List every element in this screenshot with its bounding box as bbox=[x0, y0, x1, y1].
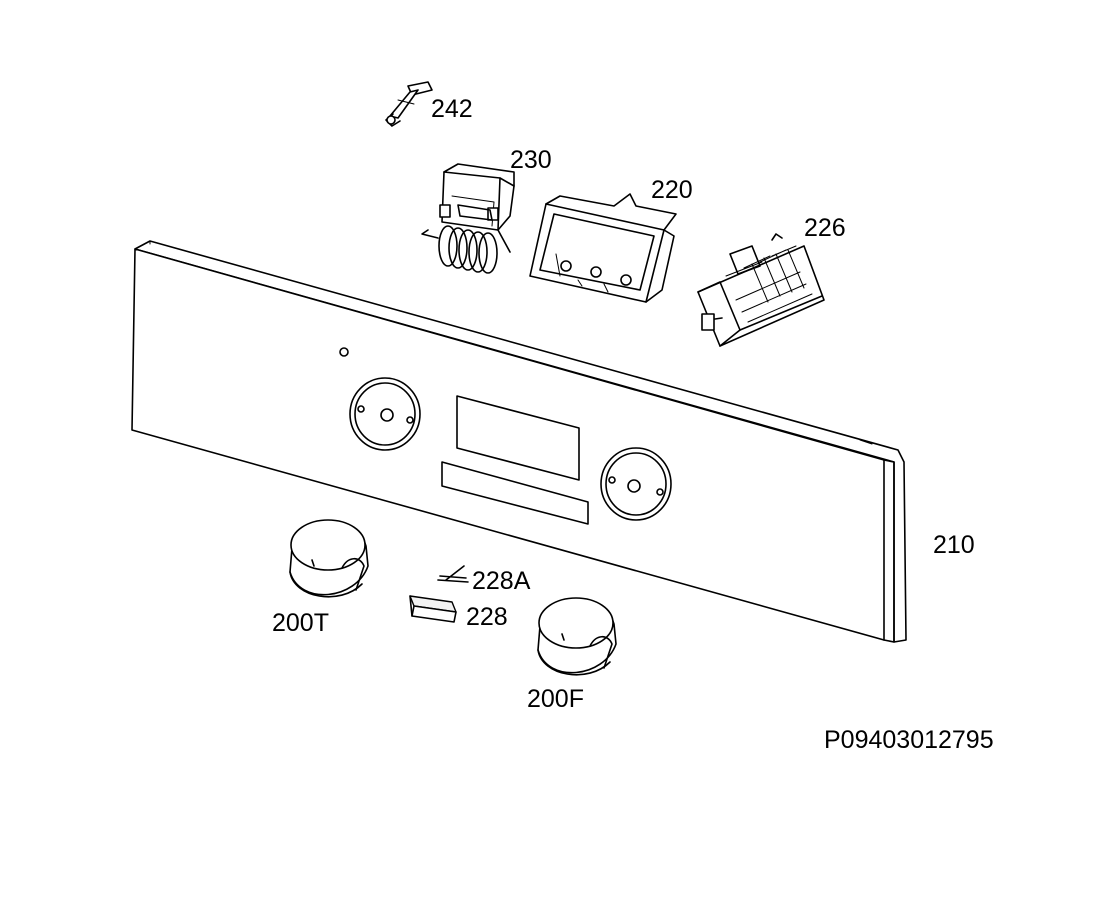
part-210-control-panel bbox=[131, 240, 907, 643]
part-242-sensor bbox=[385, 81, 433, 127]
label-228A: 228A bbox=[472, 567, 531, 595]
part-220-display-housing bbox=[529, 193, 677, 303]
part-228A-clip bbox=[437, 565, 469, 583]
part-230-thermostat bbox=[421, 163, 515, 274]
label-210: 210 bbox=[933, 531, 975, 559]
label-200F: 200F bbox=[527, 685, 584, 713]
label-228: 228 bbox=[466, 603, 508, 631]
label-226: 226 bbox=[804, 214, 846, 242]
label-200T: 200T bbox=[272, 609, 329, 637]
part-226-selector-switch bbox=[697, 233, 825, 347]
part-228-lens bbox=[409, 595, 457, 623]
label-230: 230 bbox=[510, 146, 552, 174]
label-242: 242 bbox=[431, 95, 473, 123]
part-200T-knob bbox=[289, 519, 369, 598]
label-220: 220 bbox=[651, 176, 693, 204]
diagram-id: P09403012795 bbox=[824, 726, 994, 754]
part-200F-knob bbox=[537, 597, 617, 676]
